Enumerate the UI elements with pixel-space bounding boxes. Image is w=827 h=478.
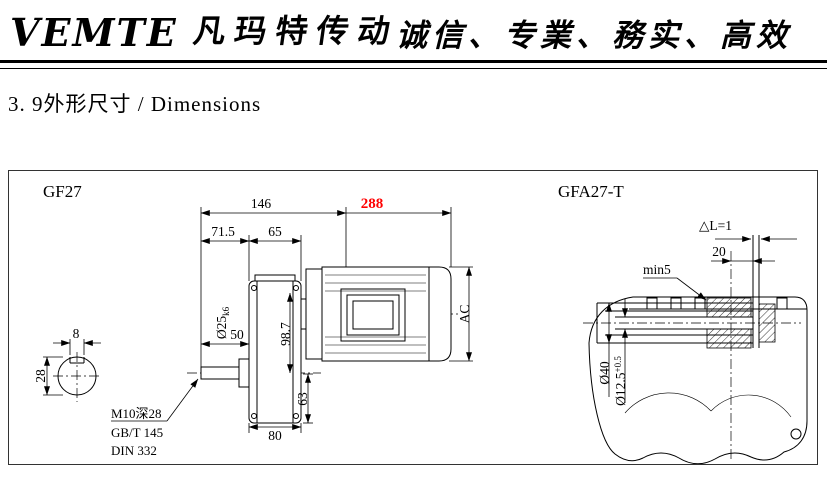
note-gb-standard-label: GB/T 145 [111, 425, 163, 440]
gfa27-housing-outline [588, 296, 808, 464]
dim-80-label: 80 [268, 428, 282, 443]
dim-shaft-dia-label: Ø25k6 [214, 306, 231, 339]
gf27-drawing: GF27 [33, 182, 473, 458]
brand-slogan: 诚信、专業、務实、高效 [396, 18, 792, 53]
brand-logo-chinese: 凡玛特传动 [190, 13, 402, 49]
gf27-label: GF27 [43, 182, 82, 201]
gf27-dimension-lines [43, 207, 473, 433]
gf27-gearbox-outline [200, 274, 302, 424]
dim-d40-label: Ø40 [597, 361, 612, 384]
dim-min5-label: min5 [643, 262, 671, 277]
gfa27-drawing: GFA27-T [558, 182, 808, 464]
dimension-drawing: GF27 [33, 182, 808, 464]
dim-71-5-label: 71.5 [211, 224, 235, 239]
header-divider-thin [0, 68, 827, 69]
note-din-standard-label: DIN 332 [111, 443, 157, 458]
dim-28-label: 28 [33, 369, 48, 383]
gf27-motor-outline [300, 266, 452, 362]
dim-98-7-label: 98.7 [278, 322, 293, 346]
dim-50-label: 50 [230, 327, 244, 342]
dim-288-label: 288 [361, 196, 384, 212]
dim-8-label: 8 [73, 326, 80, 341]
brand-header: VEMTE 凡玛特传动 [10, 6, 402, 55]
dim-63-label: 63 [295, 392, 310, 406]
dim-ac-label: AC [457, 305, 472, 324]
dim-20-label: 20 [712, 244, 726, 259]
header-divider-thick [0, 60, 827, 63]
gfa27-label: GFA27-T [558, 182, 624, 201]
drawing-frame: GF27 [8, 170, 818, 465]
section-title: 3. 9外形尺寸 / Dimensions [8, 92, 262, 116]
note-thread-label: M10深28 [111, 406, 162, 421]
dim-d12-5-label: Ø12.5+0.5 [613, 356, 628, 406]
dim-65-label: 65 [268, 224, 282, 239]
dim-delta-l-label: △L=1 [699, 218, 732, 233]
gfa27-bore-lines [583, 235, 801, 461]
gf27-shaft-cross-section [53, 352, 101, 402]
brand-logo: VEMTE [10, 10, 178, 55]
gfa27-dimension-lines [606, 236, 797, 403]
dim-146-label: 146 [251, 196, 272, 211]
